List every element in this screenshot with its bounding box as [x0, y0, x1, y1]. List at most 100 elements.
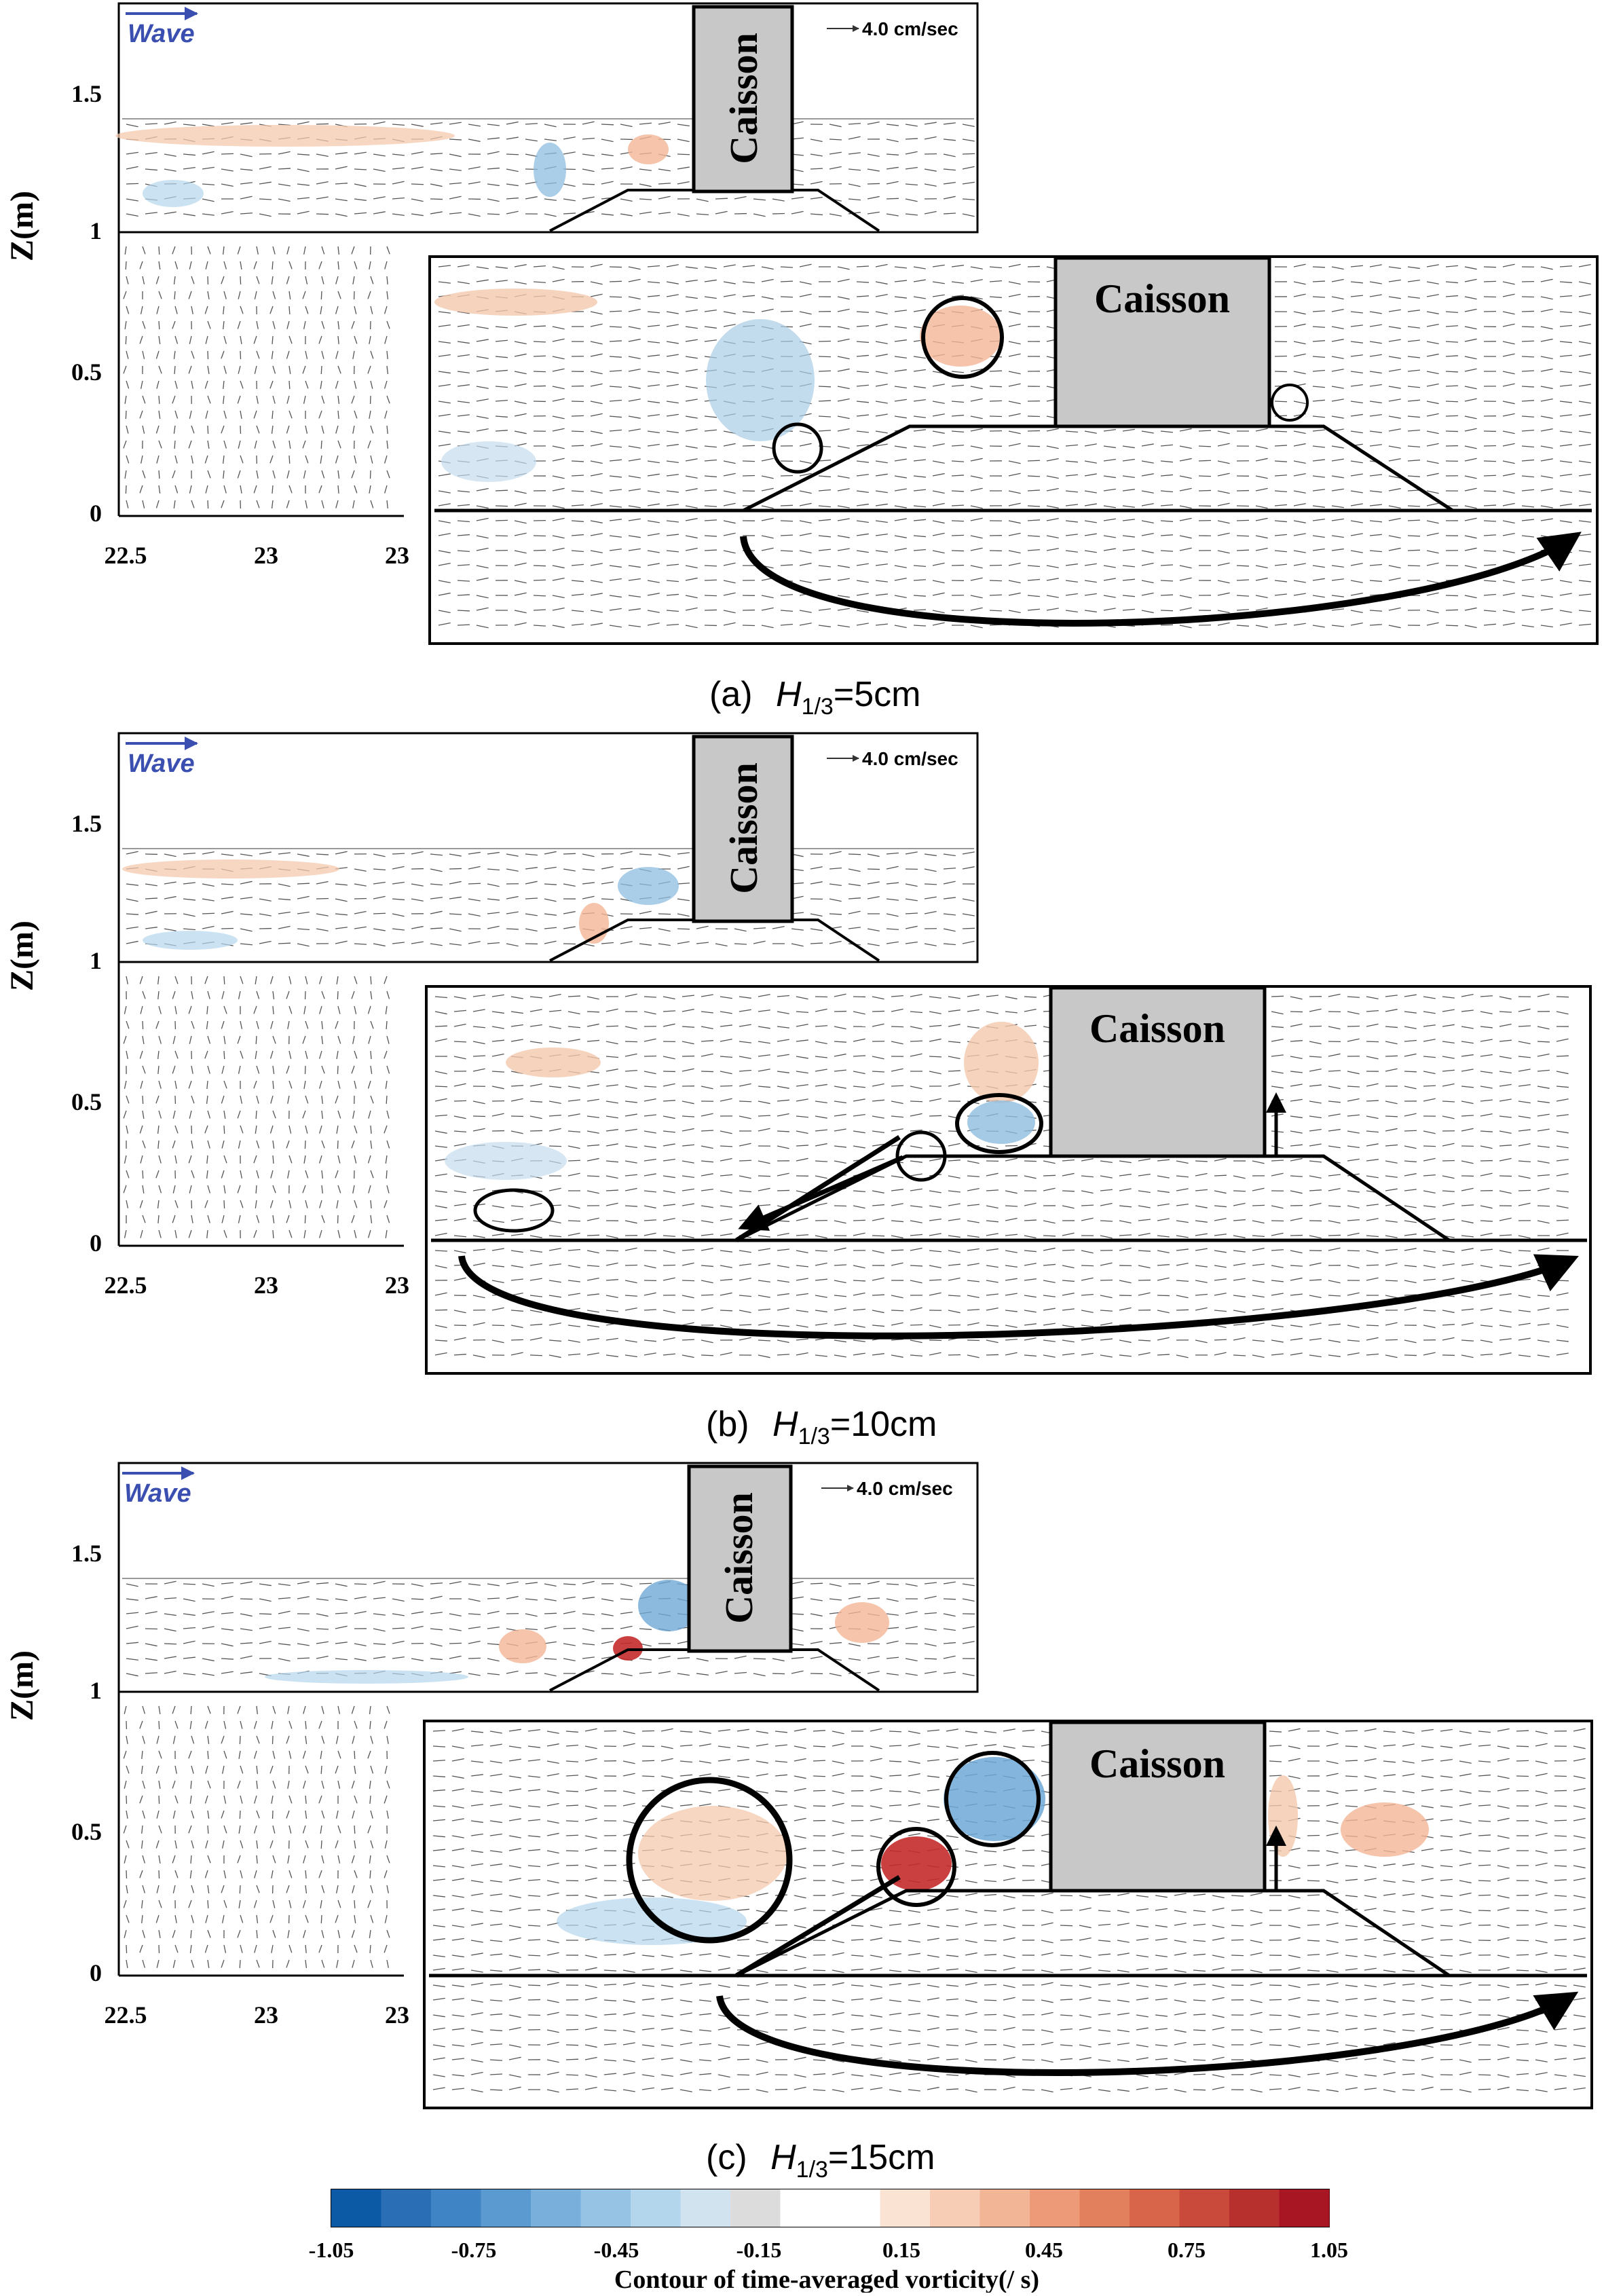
- velocity-vector: [371, 1885, 373, 1893]
- velocity-vector: [337, 1051, 338, 1059]
- velocity-vector: [322, 1811, 324, 1818]
- upper-vorticity-blob-1: [115, 125, 455, 147]
- velocity-vector: [289, 1200, 291, 1208]
- velocity-vector: [191, 1066, 193, 1074]
- velocity-vector: [384, 1796, 387, 1803]
- velocity-vector: [255, 1051, 257, 1059]
- velocity-vector: [189, 1036, 191, 1044]
- velocity-vector: [208, 1781, 210, 1788]
- velocity-vector: [322, 1930, 324, 1938]
- velocity-vector: [175, 1081, 176, 1089]
- y-tick-0: 0: [90, 500, 102, 527]
- velocity-vector: [321, 1915, 322, 1923]
- velocity-vector: [322, 1066, 324, 1073]
- lower-left-vector-field: [124, 1706, 390, 1968]
- velocity-vector: [338, 366, 341, 373]
- velocity-vector: [159, 1006, 161, 1014]
- y-axis-label: Z(m): [4, 1650, 40, 1721]
- velocity-vector: [320, 1751, 322, 1759]
- inset-frame: [430, 257, 1597, 644]
- scale-label: 4.0 cm/sec: [857, 1478, 953, 1499]
- velocity-vector: [386, 1155, 387, 1164]
- velocity-vector: [354, 1126, 357, 1133]
- velocity-vector: [289, 1870, 292, 1878]
- velocity-vector: [303, 291, 305, 299]
- velocity-vector: [338, 1900, 341, 1908]
- velocity-vector: [338, 485, 339, 494]
- velocity-vector: [189, 1230, 191, 1238]
- y-tick-0: 0: [90, 1959, 102, 1986]
- caption-symbol: H: [776, 675, 802, 714]
- velocity-vector: [143, 1066, 145, 1073]
- velocity-vector: [142, 1900, 143, 1908]
- velocity-vector: [322, 276, 324, 284]
- velocity-vector: [175, 456, 177, 464]
- velocity-vector: [371, 1811, 373, 1819]
- velocity-vector: [352, 1706, 354, 1714]
- velocity-vector: [387, 1736, 388, 1744]
- velocity-vector: [224, 1006, 227, 1014]
- velocity-vector: [387, 276, 388, 284]
- upper-caisson-label: Caisson: [722, 33, 766, 164]
- velocity-vector: [159, 1900, 162, 1908]
- velocity-vector: [156, 1840, 159, 1848]
- velocity-vector: [1028, 476, 1040, 477]
- velocity-vector: [221, 153, 234, 154]
- velocity-vector: [257, 1066, 259, 1073]
- velocity-vector: [371, 1736, 373, 1744]
- velocity-vector: [322, 1215, 324, 1223]
- velocity-vector: [175, 1766, 176, 1774]
- velocity-vector: [140, 1945, 143, 1952]
- velocity-vector: [289, 1751, 291, 1759]
- velocity-vector: [925, 884, 937, 885]
- velocity-vector: [385, 1915, 387, 1923]
- upper-vorticity-blob-5: [265, 1670, 468, 1684]
- velocity-vector: [781, 505, 793, 506]
- velocity-vector: [240, 1200, 243, 1208]
- velocity-vector: [173, 1736, 175, 1744]
- velocity-vector: [1161, 580, 1173, 581]
- velocity-vector: [238, 291, 240, 299]
- velocity-vector: [189, 291, 191, 299]
- velocity-vector: [352, 1930, 354, 1938]
- velocity-vector: [587, 1235, 599, 1236]
- velocity-vector: [224, 1200, 225, 1208]
- velocity-vector: [189, 1006, 191, 1014]
- velocity-vector: [370, 1945, 371, 1953]
- upper-vorticity-blob-4: [143, 931, 238, 950]
- velocity-vector: [289, 1230, 292, 1238]
- velocity-vector: [257, 276, 259, 284]
- velocity-vector: [159, 1855, 160, 1864]
- inset-caisson-label: Caisson: [1089, 1006, 1225, 1051]
- velocity-vector: [1442, 1160, 1455, 1161]
- velocity-vector: [126, 1126, 128, 1134]
- velocity-vector: [159, 470, 160, 479]
- velocity-vector: [303, 1826, 305, 1833]
- velocity-vector: [929, 1115, 941, 1116]
- velocity-vector: [337, 1736, 338, 1744]
- velocity-vector: [272, 411, 273, 419]
- velocity-vector: [781, 311, 793, 312]
- velocity-vector: [207, 1081, 208, 1089]
- velocity-vector: [1366, 1041, 1379, 1042]
- velocity-vector: [238, 1036, 240, 1043]
- velocity-vector: [336, 381, 338, 388]
- velocity-vector: [338, 321, 339, 329]
- velocity-vector: [387, 246, 390, 254]
- velocity-vector: [206, 1840, 208, 1849]
- velocity-vector: [257, 1170, 259, 1179]
- velocity-vector: [1423, 1146, 1436, 1147]
- velocity-vector: [221, 276, 224, 284]
- velocity-vector: [289, 336, 292, 344]
- velocity-vector: [336, 306, 338, 314]
- velocity-vector: [305, 351, 307, 359]
- velocity-vector: [1484, 491, 1496, 492]
- velocity-vector: [270, 1126, 273, 1133]
- velocity-vector: [124, 1006, 126, 1014]
- upper-vorticity-blob-3: [628, 134, 669, 164]
- velocity-vector: [990, 580, 1002, 581]
- velocity-vector: [221, 500, 224, 508]
- velocity-vector: [205, 1945, 208, 1952]
- velocity-vector: [240, 276, 241, 284]
- velocity-vector: [338, 1006, 340, 1014]
